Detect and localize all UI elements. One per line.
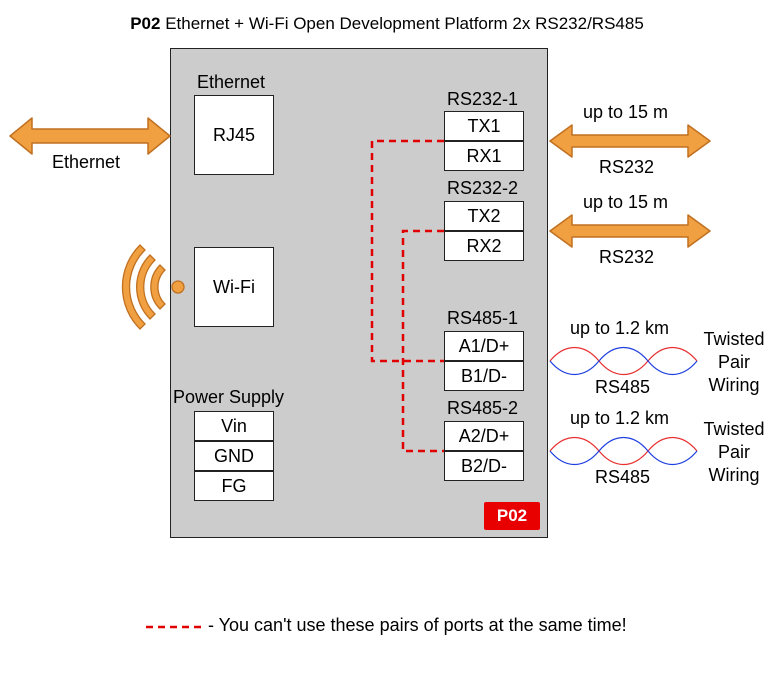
ethernet-arrow — [9, 117, 171, 155]
port-conflict-lines — [370, 139, 444, 453]
ethernet-external-label: Ethernet — [52, 152, 121, 172]
wifi-antenna-icon — [121, 244, 185, 330]
pin-label: B1/D- — [460, 365, 507, 386]
port-tx1: TX1 — [444, 111, 524, 141]
rs232-1-link-label: RS232 — [599, 157, 655, 177]
port-rx2: RX2 — [444, 231, 524, 261]
title-text: Ethernet + Wi-Fi Open Development Platfo… — [160, 14, 644, 33]
rs232-2-link-label: RS232 — [599, 247, 655, 267]
power-pin-gnd: GND — [194, 441, 274, 471]
wiring-line: Pair — [717, 352, 750, 372]
port-b2: B2/D- — [444, 451, 524, 481]
rs485-1-header: RS485-1 — [447, 308, 519, 328]
pin-label: A1/D+ — [458, 335, 510, 356]
rs232-2-header: RS232-2 — [447, 178, 519, 198]
wiring-line: Twisted — [703, 329, 765, 349]
legend-note: - You can't use these pairs of ports at … — [208, 615, 627, 635]
port-rx1: RX1 — [444, 141, 524, 171]
pin-label: GND — [214, 445, 254, 466]
port-a1: A1/D+ — [444, 331, 524, 361]
rs485-1-twisted-pair — [549, 347, 698, 375]
wifi-label: Wi-Fi — [213, 276, 255, 297]
rs485-2-twisted-pair — [549, 437, 698, 465]
rj45-port: RJ45 — [194, 95, 274, 175]
port-a2: A2/D+ — [444, 421, 524, 451]
rs485-2-link-label: RS485 — [595, 467, 651, 487]
pin-label: Vin — [221, 415, 247, 436]
power-section-label: Power Supply — [173, 387, 285, 407]
pin-label: TX2 — [467, 205, 501, 226]
pin-label: A2/D+ — [458, 425, 510, 446]
rs232-2-distance: up to 15 m — [583, 192, 669, 212]
power-pin-fg: FG — [194, 471, 274, 501]
pin-label: RX1 — [466, 145, 502, 166]
rs485-2-wiring-label: Twisted Pair Wiring — [696, 418, 772, 487]
port-tx2: TX2 — [444, 201, 524, 231]
rs485-1-link-label: RS485 — [595, 377, 651, 397]
rs485-1-distance: up to 1.2 km — [570, 318, 670, 338]
pin-label: B2/D- — [460, 455, 507, 476]
wiring-line: Wiring — [708, 375, 760, 395]
pin-label: RX2 — [466, 235, 502, 256]
wifi-module: Wi-Fi — [194, 247, 274, 327]
rs232-1-distance: up to 15 m — [583, 102, 669, 122]
rs485-2-header: RS485-2 — [447, 398, 519, 418]
wiring-line: Twisted — [703, 419, 765, 439]
ethernet-section-label: Ethernet — [197, 72, 266, 92]
model-badge: P02 — [484, 502, 540, 530]
rs232-2-arrow — [549, 214, 711, 248]
rs232-1-header: RS232-1 — [447, 89, 519, 109]
port-b1: B1/D- — [444, 361, 524, 391]
wiring-line: Wiring — [708, 465, 760, 485]
wiring-line: Pair — [717, 442, 750, 462]
rs232-1-arrow — [549, 124, 711, 158]
diagram-title: P02 Ethernet + Wi-Fi Open Development Pl… — [0, 14, 774, 34]
rs485-1-wiring-label: Twisted Pair Wiring — [696, 328, 772, 397]
power-pin-vin: Vin — [194, 411, 274, 441]
pin-label: TX1 — [467, 115, 501, 136]
title-model: P02 — [130, 14, 161, 33]
rj45-label: RJ45 — [212, 124, 256, 145]
rs485-2-distance: up to 1.2 km — [570, 408, 670, 428]
pin-label: FG — [221, 475, 247, 496]
